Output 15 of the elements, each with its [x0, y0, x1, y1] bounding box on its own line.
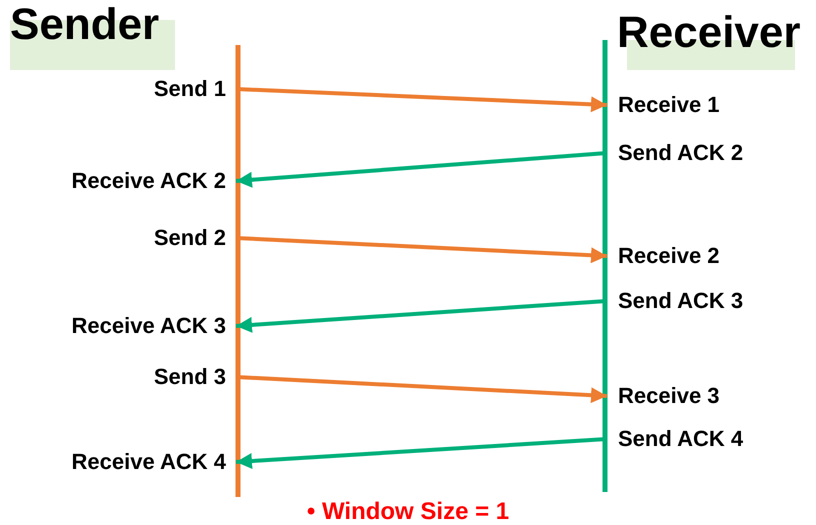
event-label: Receive ACK 3	[72, 311, 236, 341]
participant-heading: Receiver	[617, 8, 800, 58]
event-label: Send ACK 3	[607, 286, 744, 316]
event-label: Receive ACK 4	[72, 447, 236, 477]
participant-heading: Sender	[10, 0, 160, 50]
event-label: Send 2	[154, 223, 236, 253]
event-label: Send 3	[154, 362, 236, 392]
event-label: Send ACK 4	[607, 424, 744, 454]
event-label: Receive 1	[607, 90, 720, 120]
event-label: Send 1	[154, 74, 236, 104]
event-label: Receive ACK 2	[72, 166, 236, 196]
event-label: Receive 3	[607, 381, 720, 411]
event-label: Send ACK 2	[607, 138, 744, 168]
note-text: • Window Size = 1	[306, 498, 510, 525]
event-label: Receive 2	[607, 241, 720, 271]
